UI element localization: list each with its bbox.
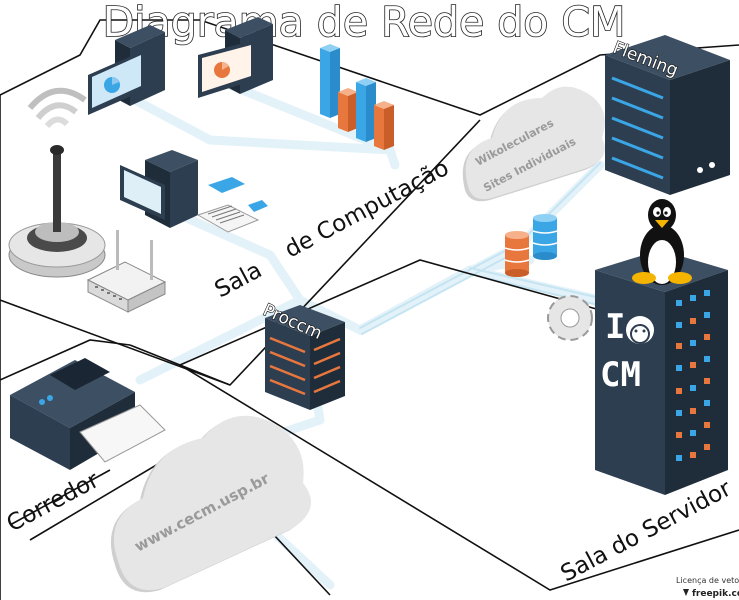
fleming-server: Fleming xyxy=(605,35,730,195)
room-outlines xyxy=(0,19,739,600)
external-cloud: www.cecm.usp.br xyxy=(110,415,311,593)
workstation-1-icon xyxy=(88,25,165,115)
server-label-icm-i: I xyxy=(605,307,625,347)
diagram-title: Diagrama de Rede do CM xyxy=(103,0,626,46)
license-label: Licença de vetores: xyxy=(676,576,739,585)
server-label-icm-cm: CM xyxy=(600,355,641,395)
analytics-chart-icon xyxy=(320,44,394,150)
room-label-servidor: Sala do Servidor xyxy=(557,475,736,587)
room-label-computacao: de Computação xyxy=(281,155,454,263)
room-label-sala: Sala xyxy=(211,257,267,303)
linux-penguin-icon xyxy=(632,199,692,285)
proccm-server: Proccm xyxy=(259,300,345,410)
workstation-3-icon xyxy=(120,150,198,228)
freepik-logo-icon xyxy=(683,589,689,596)
network-switch-icon xyxy=(86,230,167,313)
database-icon xyxy=(504,214,558,277)
gear-icon xyxy=(547,295,593,341)
icm-server: I CM xyxy=(595,250,728,495)
license-brand: freepik.com xyxy=(692,589,739,599)
internal-cloud: Wikoleculares Sites Individuais xyxy=(462,86,605,202)
wifi-router-icon xyxy=(8,87,106,278)
usb-stick-icon xyxy=(208,177,268,212)
document-icon xyxy=(196,204,260,233)
workstation-2-icon xyxy=(198,17,273,98)
printer-icon xyxy=(10,358,166,470)
